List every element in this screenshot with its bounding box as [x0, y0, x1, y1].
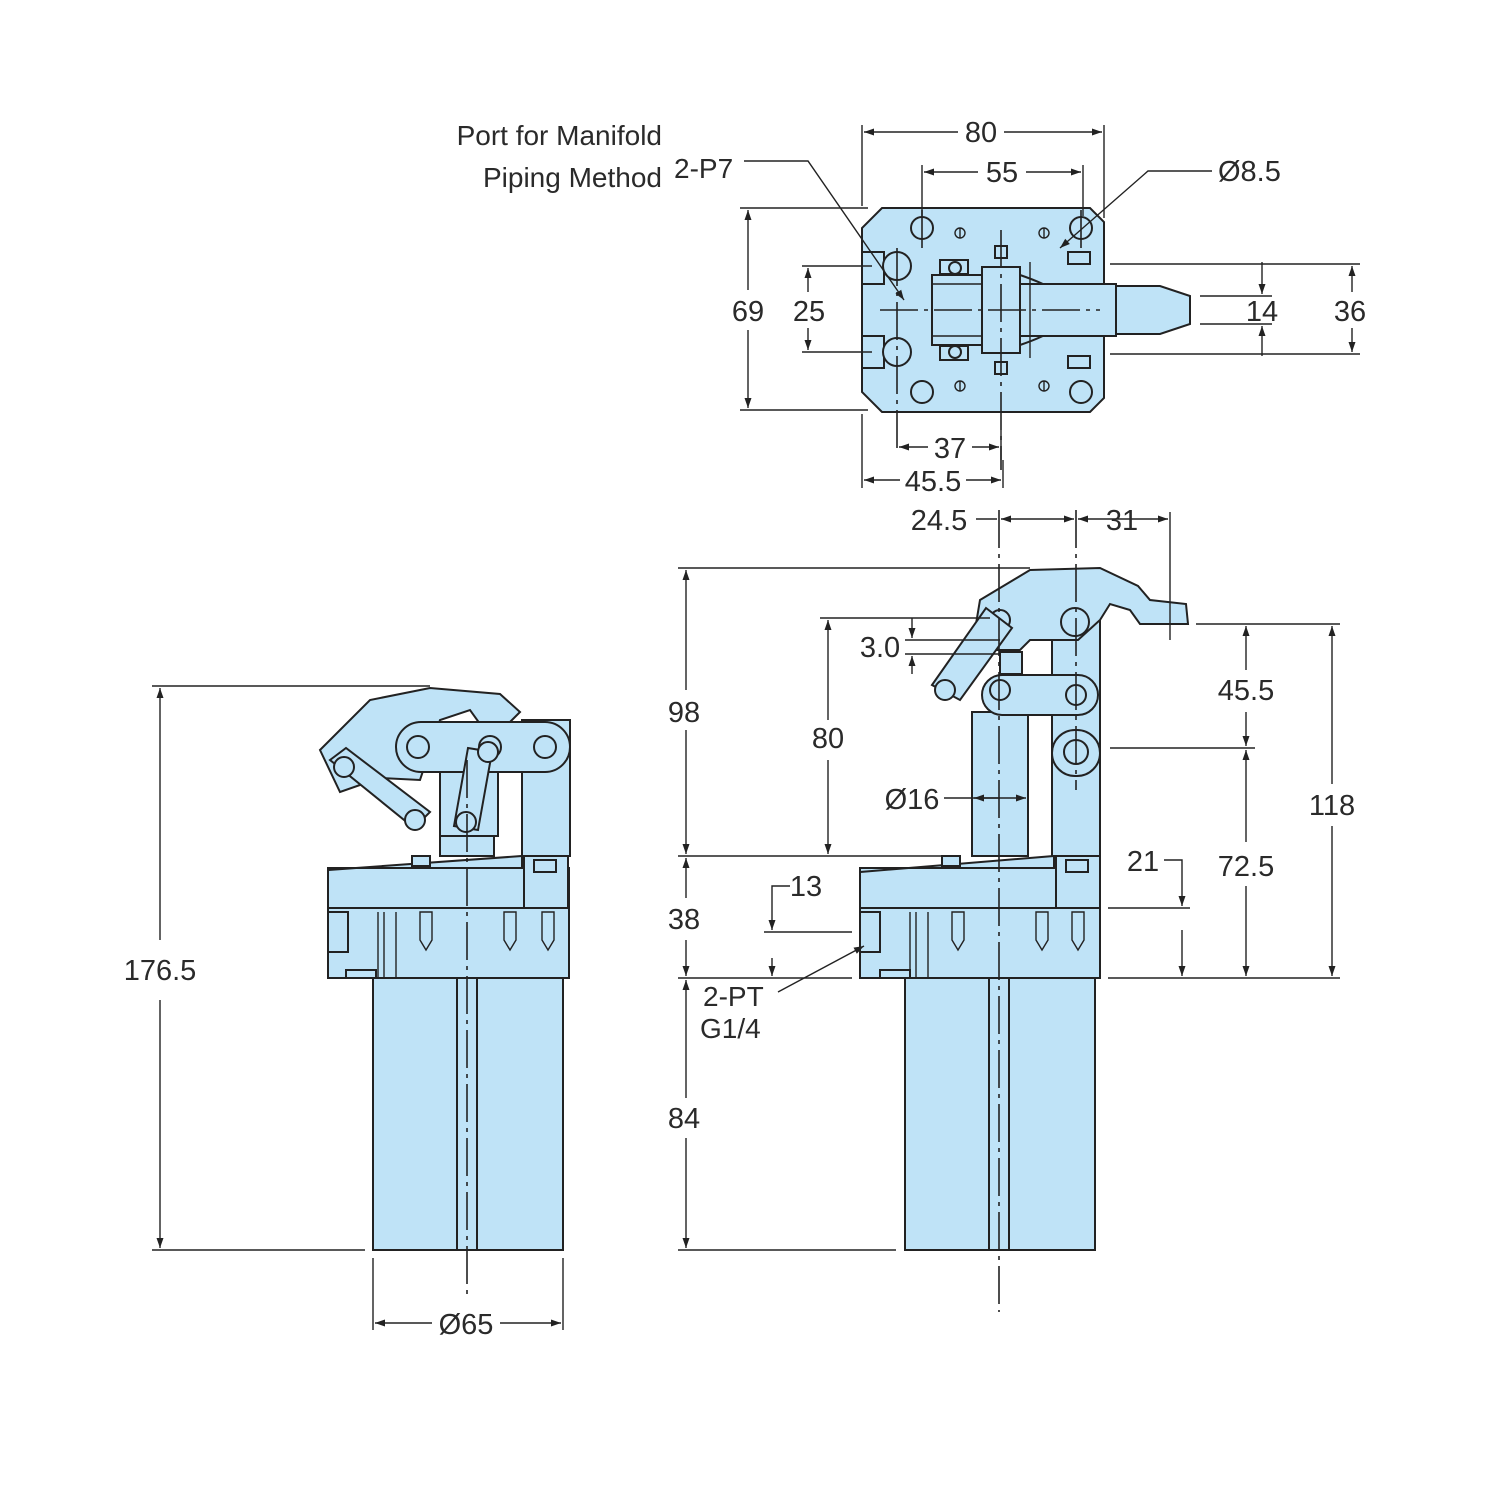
side-dim-total-height: 176.5	[124, 955, 197, 987]
side-dia-body: Ø65	[439, 1309, 494, 1341]
front-dim-21: 21	[1127, 846, 1159, 878]
note-2-p7: 2-P7	[674, 153, 733, 184]
front-dim-72-5: 72.5	[1218, 851, 1274, 883]
front-dim-98: 98	[668, 697, 700, 729]
front-dia-rod: Ø16	[885, 784, 940, 816]
front-dim-31: 31	[1106, 505, 1138, 537]
front-dim-3-0: 3.0	[860, 632, 900, 664]
top-dim-arm-span: 36	[1334, 296, 1366, 328]
front-dim-118: 118	[1309, 790, 1355, 822]
front-dim-24-5: 24.5	[911, 505, 967, 537]
top-dia-hole: Ø8.5	[1218, 156, 1281, 188]
top-view: 80 55 Port for Manifold Piping Method 2-…	[457, 117, 1367, 498]
side-view-body	[318, 686, 571, 1251]
top-dim-width: 80	[965, 117, 997, 149]
front-dim-38: 38	[668, 904, 700, 936]
front-dim-80: 80	[812, 723, 844, 755]
top-dim-45-5: 45.5	[905, 466, 961, 498]
top-dim-hole-spacing: 55	[986, 157, 1018, 189]
front-view-body	[859, 566, 1190, 1251]
top-dim-height: 69	[732, 296, 764, 328]
note-port-manifold-line2: Piping Method	[483, 162, 662, 193]
front-dim-45-5: 45.5	[1218, 675, 1274, 707]
front-view: 24.5 31 98 80 3.0 Ø16 45.5 72.5	[668, 505, 1355, 1312]
top-dim-port-spacing: 25	[793, 296, 825, 328]
top-dim-37: 37	[934, 433, 966, 465]
note-2-pt-line2: G1/4	[700, 1013, 761, 1044]
front-dim-13: 13	[790, 871, 822, 903]
note-2-pt-line1: 2-PT	[703, 981, 764, 1012]
note-port-manifold-line1: Port for Manifold	[457, 120, 662, 151]
side-view: 176.5 Ø65	[124, 685, 571, 1341]
front-dim-84: 84	[668, 1103, 700, 1135]
top-dim-arm-width: 14	[1246, 296, 1278, 328]
